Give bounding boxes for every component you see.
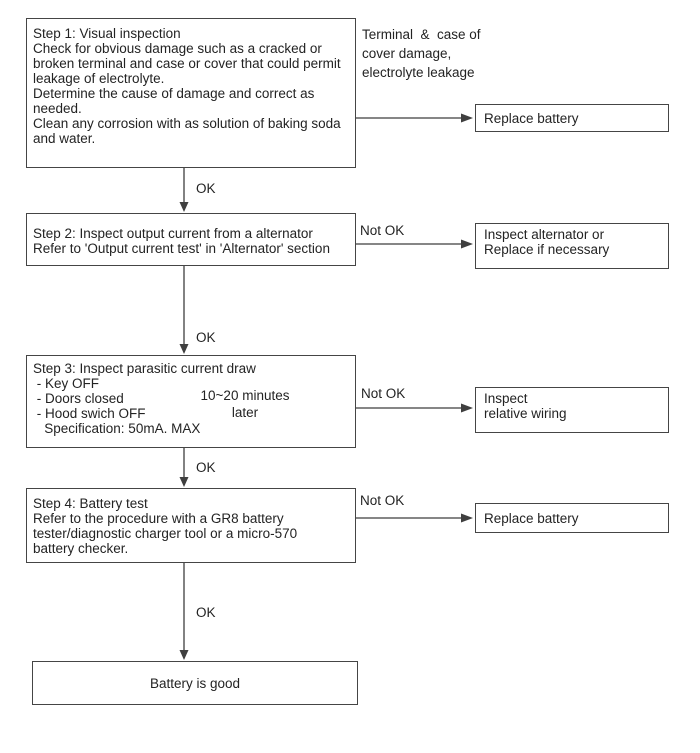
outcome3-text: Inspect relative wiring	[484, 391, 567, 421]
step3-text: Step 3: Inspect parasitic current draw -…	[33, 361, 256, 436]
not-ok-label-3: Not OK	[360, 493, 405, 508]
ok-label-2: OK	[196, 330, 216, 345]
outcome4-box: Replace battery	[475, 503, 669, 533]
outcome4-text: Replace battery	[484, 510, 579, 526]
ok-label-3: OK	[196, 460, 216, 475]
outcome1-box: Replace battery	[475, 104, 669, 132]
outcome3-box: Inspect relative wiring	[475, 387, 669, 433]
step4-text: Step 4: Battery test Refer to the proced…	[33, 496, 298, 556]
step4-box: Step 4: Battery test Refer to the proced…	[26, 488, 356, 563]
ok-label-4: OK	[196, 605, 216, 620]
step1-box: Step 1: Visual inspection Check for obvi…	[26, 18, 356, 168]
outcome2-text: Inspect alternator or Replace if necessa…	[484, 227, 610, 257]
outcome1-text: Replace battery	[484, 110, 579, 126]
wait-note: 10~20 minutes later	[200, 388, 290, 420]
arrowhead-outcome1	[461, 113, 473, 123]
arrowhead-step1-step2	[179, 202, 189, 212]
arrowhead-step4-final	[179, 650, 189, 660]
not-ok-label-2: Not OK	[361, 386, 406, 401]
final-text: Battery is good	[149, 675, 241, 691]
arrowhead-outcome4	[461, 513, 473, 523]
not-ok-label-1: Not OK	[360, 223, 405, 238]
arrowhead-outcome3	[461, 403, 473, 413]
step1-text: Step 1: Visual inspection Check for obvi…	[33, 26, 341, 146]
outcome2-box: Inspect alternator or Replace if necessa…	[475, 223, 669, 269]
arrowhead-outcome2	[461, 239, 473, 249]
final-box: Battery is good	[32, 661, 358, 705]
ok-label-1: OK	[196, 181, 216, 196]
arrowhead-step3-step4	[179, 477, 189, 487]
step3-box: Step 3: Inspect parasitic current draw -…	[26, 355, 356, 448]
arrowhead-step2-step3	[179, 344, 189, 354]
step2-text: Step 2: Inspect output current from a al…	[33, 226, 330, 256]
step2-box: Step 2: Inspect output current from a al…	[26, 213, 356, 266]
step1-fail-annotation: Terminal & case of cover damage, electro…	[362, 27, 481, 80]
